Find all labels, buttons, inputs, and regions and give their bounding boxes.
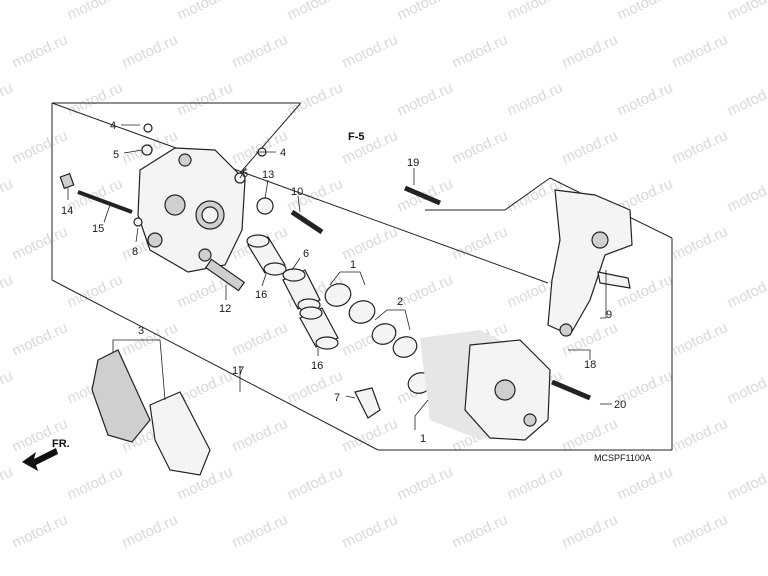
callout-4: 4 [280,147,286,159]
callout-16: 16 [255,289,267,301]
watermark-text: motod.ru [395,0,456,24]
caliper-body [137,147,246,273]
brake-pads [91,349,211,476]
watermark-text: motod.ru [560,127,621,167]
watermark-text: motod.ru [0,367,15,407]
watermark-text: motod.ru [560,511,621,551]
callout-18: 18 [584,359,596,371]
watermark-text: motod.ru [725,463,768,503]
watermark-text: motod.ru [560,31,621,71]
watermark-text: motod.ru [340,31,401,71]
watermark-text: motod.ru [670,223,731,263]
watermark-text: motod.ru [725,79,768,119]
watermark-text: motod.ru [65,175,126,215]
watermark-text: motod.ru [120,31,181,71]
watermark-text: motod.ru [670,319,731,359]
front-label: FR. [52,438,70,450]
callout-12: 12 [219,303,231,315]
diagram-code: MCSPF1100A [594,453,651,463]
callout-4: 4 [110,120,116,132]
callout-10: 10 [291,186,303,198]
watermark-text: motod.ru [670,415,731,455]
watermark-text: motod.ru [615,79,676,119]
watermark-text: motod.ru [450,127,511,167]
watermark-text: motod.ru [10,223,71,263]
callout-5: 5 [242,168,248,180]
watermark-text: motod.ru [615,463,676,503]
reference-label: F-5 [348,131,365,143]
watermark-text: motod.ru [340,223,401,263]
callout-5: 5 [113,149,119,161]
callout-17: 17 [232,365,244,377]
callout-14: 14 [61,205,73,217]
watermark-text: motod.ru [725,0,768,24]
watermark-text: motod.ru [120,319,181,359]
watermark-text: motod.ru [230,319,291,359]
callout-2: 2 [397,296,403,308]
watermark-text: motod.ru [65,0,126,24]
watermark-text: motod.ru [725,367,768,407]
watermark-layer: motod.ru motod.ru motod.ru motod.ru motod.ru… [0,0,768,552]
watermark-text: motod.ru [0,463,15,503]
callout-9: 9 [606,309,612,321]
watermark-text: motod.ru [0,175,15,215]
watermark-text: motod.ru [0,0,15,24]
watermark-text: motod.ru [725,271,768,311]
pistons [246,234,339,350]
watermark-text: motod.ru [450,223,511,263]
watermark-text: motod.ru [0,271,15,311]
watermark-text: motod.ru [505,463,566,503]
watermark-text: motod.ru [230,415,291,455]
callout-8: 8 [132,246,138,258]
watermark-text: motod.ru [10,511,71,551]
callout-3: 3 [138,325,144,337]
watermark-text: motod.ru [230,511,291,551]
watermark-text: motod.ru [285,0,346,24]
callout-labels: 4 5 4 5 13 10 19 14 15 8 6 16 12 1 2 16 … [61,120,626,445]
watermark-text: motod.ru [450,31,511,71]
watermark-text: motod.ru [670,31,731,71]
watermark-text: motod.ru [10,319,71,359]
watermark-text: motod.ru [725,175,768,215]
caliper-body-half [420,330,551,441]
watermark-text: motod.ru [615,0,676,24]
callout-6: 6 [303,248,309,260]
callout-19: 19 [407,157,419,169]
watermark-text: motod.ru [285,463,346,503]
callout-1: 1 [350,259,356,271]
watermark-text: motod.ru [505,79,566,119]
callout-15: 15 [92,223,104,235]
callout-13: 13 [262,169,274,181]
callout-7: 7 [334,392,340,404]
caliper-bracket [547,189,633,337]
pad-spring-clip [354,387,381,419]
assembly-frame [51,102,673,451]
watermark-text: motod.ru [10,127,71,167]
callout-1: 1 [420,433,426,445]
watermark-text: motod.ru [670,511,731,551]
watermark-text: motod.ru [175,0,236,24]
watermark-text: motod.ru [65,79,126,119]
watermark-text: motod.ru [285,79,346,119]
callout-16: 16 [311,360,323,372]
watermark-text: motod.ru [395,463,456,503]
front-arrow [22,448,58,471]
watermark-text: motod.ru [450,511,511,551]
watermark-text: motod.ru [10,31,71,71]
watermark-text: motod.ru [505,0,566,24]
watermark-text: motod.ru [230,31,291,71]
watermark-text: motod.ru [395,271,456,311]
leader-lines [67,124,612,430]
watermark-text: motod.ru [0,79,15,119]
watermark-text: motod.ru [65,463,126,503]
callout-20: 20 [614,399,626,411]
watermark-text: motod.ru [175,79,236,119]
watermark-text: motod.ru [340,511,401,551]
watermark-text: motod.ru [670,127,731,167]
watermark-text: motod.ru [395,79,456,119]
watermark-text: motod.ru [120,511,181,551]
bolts [59,123,591,401]
